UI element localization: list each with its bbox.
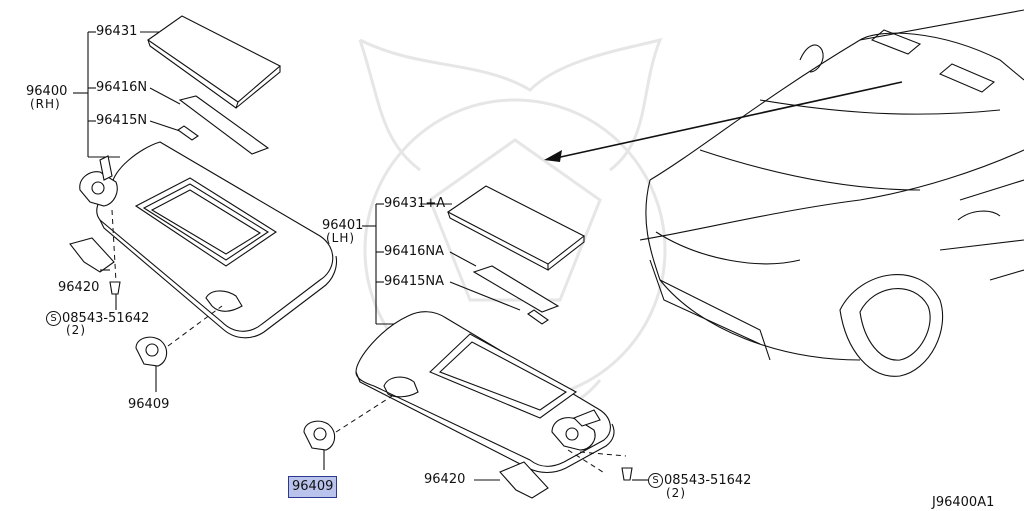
rh-screw-part: [109, 281, 121, 295]
rh-part-label-mirror-cover: 96431: [96, 24, 138, 39]
lh-label-strip-part: [472, 265, 560, 313]
rh-part-label-pin: 96415N: [96, 113, 148, 128]
rh-holder-dash: [167, 305, 223, 347]
rh-sun-visor-body: [96, 141, 338, 339]
rh-clip-label: 96420: [58, 280, 100, 295]
diagram-code: J96400A1: [932, 495, 995, 510]
lh-part-label-mirror-cover: 96431+A: [384, 196, 446, 211]
screw-symbol-icon: S: [46, 311, 61, 326]
car-outline: [639, 9, 1024, 377]
screw-symbol-icon: S: [648, 473, 663, 488]
rh-pivot-arm: [79, 155, 118, 207]
location-arrow: [544, 81, 903, 162]
lh-assembly-side: (LH): [326, 231, 356, 245]
rh-mirror-cover-part: [147, 15, 281, 109]
lh-screw-dash: [567, 449, 607, 475]
rh-assembly-side: (RH): [30, 97, 61, 111]
rh-assembly-number: 96400: [26, 84, 68, 99]
lh-screw-quantity: (2): [666, 486, 686, 500]
rh-holder-part: [135, 336, 168, 392]
lh-part-label-pin: 96415NA: [384, 274, 444, 289]
lh-mirror-cover-part: [446, 185, 586, 271]
lh-pivot-arm: [551, 409, 601, 451]
rh-clip-part: [69, 237, 115, 273]
lh-screw-part: [621, 467, 633, 481]
rh-leader-lines: [73, 31, 181, 158]
lh-clip-dash: [579, 451, 627, 457]
lh-clip-label: 96420: [424, 472, 466, 487]
lh-part-label-label-strip: 96416NA: [384, 244, 444, 259]
rh-screw-dash: [111, 209, 117, 283]
rh-label-strip-part: [178, 95, 270, 155]
highlighted-part-label[interactable]: 96409: [288, 476, 338, 498]
lh-screw-number: 08543-51642: [664, 473, 752, 488]
lh-holder-part: [303, 420, 336, 470]
lh-pin-part: [527, 309, 549, 325]
lh-assembly-number: 96401: [322, 218, 364, 233]
rh-part-label-label-strip: 96416N: [96, 80, 148, 95]
rh-screw-quantity: (2): [66, 323, 86, 337]
rh-screw-number: 08543-51642: [62, 311, 150, 326]
lh-holder-dash: [335, 395, 393, 433]
rh-pin-part: [177, 125, 199, 141]
lh-sun-visor-body: [355, 311, 615, 474]
rh-holder-label: 96409: [128, 397, 170, 412]
lh-clip-part: [499, 461, 549, 499]
